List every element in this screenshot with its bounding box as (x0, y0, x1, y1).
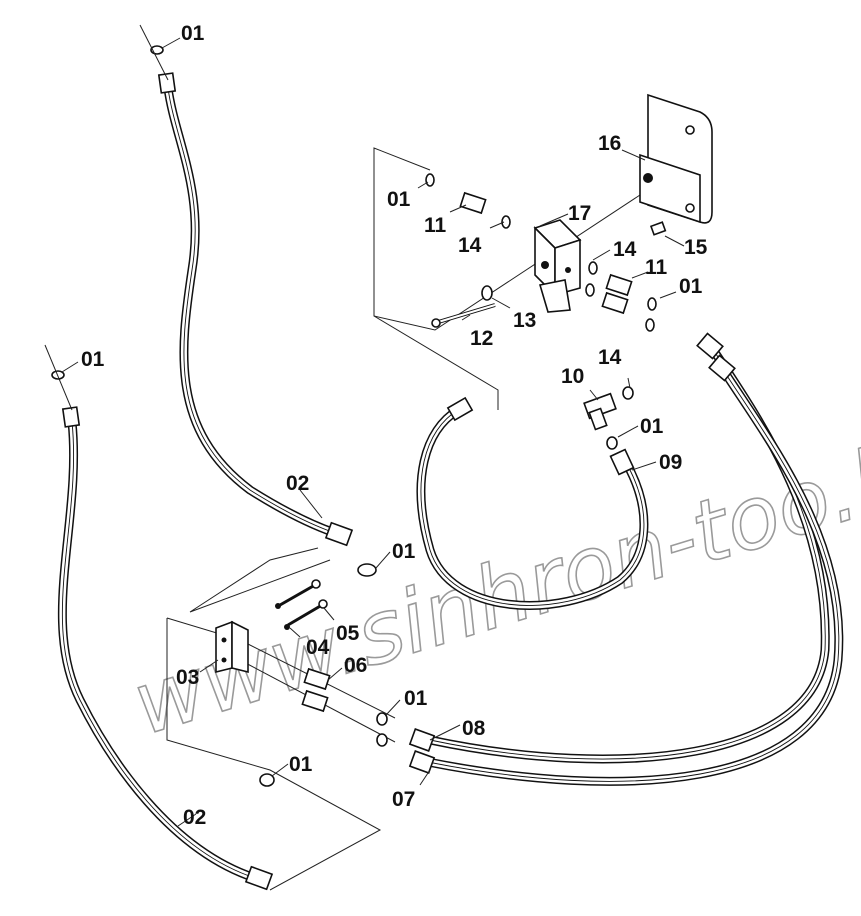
callout-15: 15 (684, 236, 708, 259)
callout-01-left: 01 (81, 348, 105, 371)
fittings-06 (301, 667, 331, 713)
callout-11-left: 11 (424, 214, 447, 237)
washers-04 (275, 603, 290, 630)
hose-02-upper (163, 83, 340, 538)
callout-01-mid: 01 (392, 540, 416, 563)
callout-17: 17 (568, 202, 591, 225)
bolt-12 (431, 303, 496, 328)
callout-01-bracket: 01 (404, 687, 428, 710)
bolts-05 (279, 579, 328, 627)
callout-01-bottom: 01 (289, 753, 313, 776)
callout-10: 10 (561, 365, 584, 388)
callout-14-right: 14 (613, 238, 637, 261)
fittings-11 (459, 191, 633, 315)
callout-14-tee: 14 (598, 346, 622, 369)
callout-12: 12 (470, 327, 493, 350)
callout-01-valve-right: 01 (679, 275, 703, 298)
callout-11-right: 11 (645, 256, 668, 279)
callout-01-top: 01 (181, 22, 205, 45)
leader-lines (44, 24, 685, 827)
callout-03: 03 (176, 666, 199, 689)
callout-01-tee: 01 (640, 415, 664, 438)
washer-13 (481, 285, 493, 301)
bracket-03 (215, 620, 249, 674)
tee-fitting-10 (583, 392, 617, 431)
callout-08: 08 (462, 717, 486, 740)
callout-06: 06 (344, 654, 367, 677)
washers-14 (501, 215, 634, 400)
watermark-text: www.sinhron-too.kz (122, 412, 861, 755)
callout-07: 07 (392, 788, 415, 811)
mounting-plate-16 (639, 93, 713, 224)
callout-02-lower: 02 (183, 806, 206, 829)
valve-block-17 (533, 219, 582, 313)
callout-04: 04 (306, 636, 330, 659)
hose-09 (416, 405, 649, 610)
callout-09: 09 (659, 451, 682, 474)
o-rings (51, 45, 657, 787)
hose-end-fittings (61, 72, 736, 891)
callout-01-valve: 01 (387, 188, 411, 211)
hose-02-lower (57, 417, 260, 883)
hose-07 (423, 363, 844, 786)
callout-02-upper: 02 (286, 472, 309, 495)
callout-14-left: 14 (458, 234, 482, 257)
callout-16: 16 (598, 132, 621, 155)
callout-labels: 01 01 01 01 01 01 01 01 02 02 03 04 05 0… (81, 22, 708, 829)
bolt-15 (649, 221, 667, 236)
callout-13: 13 (513, 309, 536, 332)
callout-05: 05 (336, 622, 360, 645)
